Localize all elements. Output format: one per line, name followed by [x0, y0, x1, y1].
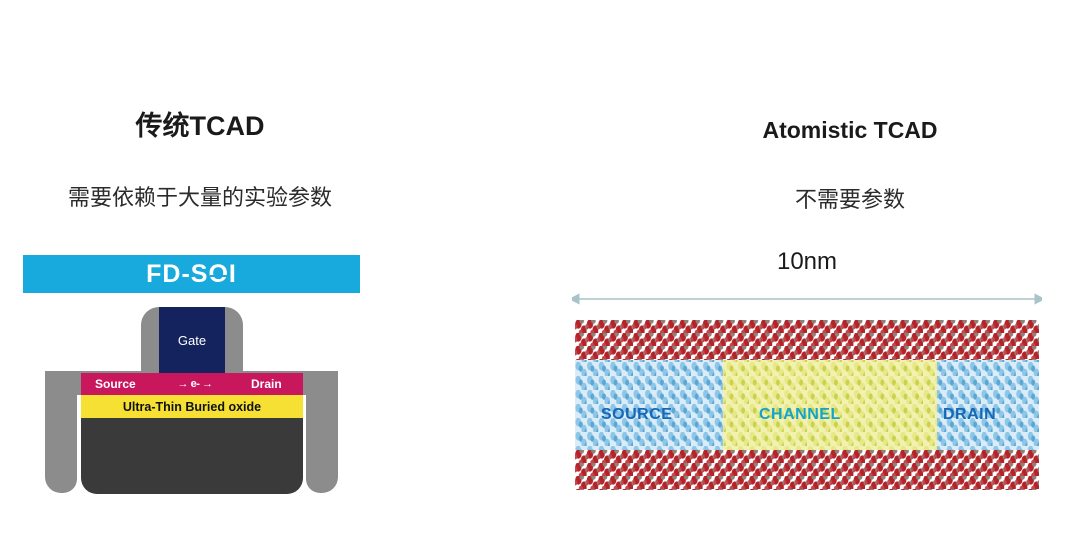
- fdsoi-cross-section: Gate Source → e- → Drain Ultra-Thin Buri…: [23, 293, 360, 505]
- left-panel: 传统TCAD 需要依赖于大量的实验参数 FD-SOI Gate Source →…: [23, 111, 360, 505]
- source-region: [575, 360, 723, 450]
- drain-region: [937, 360, 1039, 450]
- atom-lattice-svg: [575, 320, 1039, 490]
- fdsoi-banner: FD-SOI: [23, 255, 360, 293]
- source-label: Source: [95, 377, 136, 391]
- buried-oxide-label: Ultra-Thin Buried oxide: [122, 399, 262, 414]
- fdsoi-diagram: FD-SOI Gate Source → e- → Drain Ultra-Th…: [23, 255, 360, 505]
- bottom-passivation-layer: [575, 450, 1039, 490]
- channel-region: [723, 360, 937, 450]
- fdsoi-banner-suffix: I: [228, 259, 237, 288]
- gate-electrode: [159, 307, 225, 381]
- left-panel-subtitle: 需要依赖于大量的实验参数: [67, 185, 332, 210]
- gate-label: Gate: [177, 333, 207, 348]
- top-passivation-layer: [575, 320, 1039, 360]
- dimension-arrow-icon: [572, 293, 1042, 305]
- left-panel-heading: 传统TCAD: [135, 111, 265, 141]
- right-panel-subtitle: 不需要参数: [794, 187, 905, 212]
- source-drain-band: [81, 373, 303, 395]
- dimension-label: 10nm: [776, 248, 838, 275]
- buried-oxide-band: Ultra-Thin Buried oxide: [81, 395, 303, 418]
- fdsoi-banner-prefix: FD-S: [146, 259, 209, 288]
- channel-region-label: CHANNEL: [759, 406, 841, 423]
- drain-label: Drain: [251, 377, 282, 391]
- atomistic-diagram: 10nm: [568, 248, 1046, 493]
- drain-region-label: DRAIN: [943, 406, 997, 423]
- atom-lattice: SOURCE CHANNEL DRAIN: [575, 320, 1039, 490]
- right-panel: Atomistic TCAD 不需要参数: [540, 0, 1080, 540]
- source-region-label: SOURCE: [601, 406, 673, 423]
- carrier-flow-arrow-icon: → e- →: [177, 378, 213, 390]
- right-panel-heading: Atomistic TCAD: [762, 117, 938, 143]
- theta-glyph-icon: O: [208, 259, 229, 288]
- silicon-substrate: [81, 418, 303, 494]
- fdsoi-banner-label: FD-SOI: [146, 260, 237, 289]
